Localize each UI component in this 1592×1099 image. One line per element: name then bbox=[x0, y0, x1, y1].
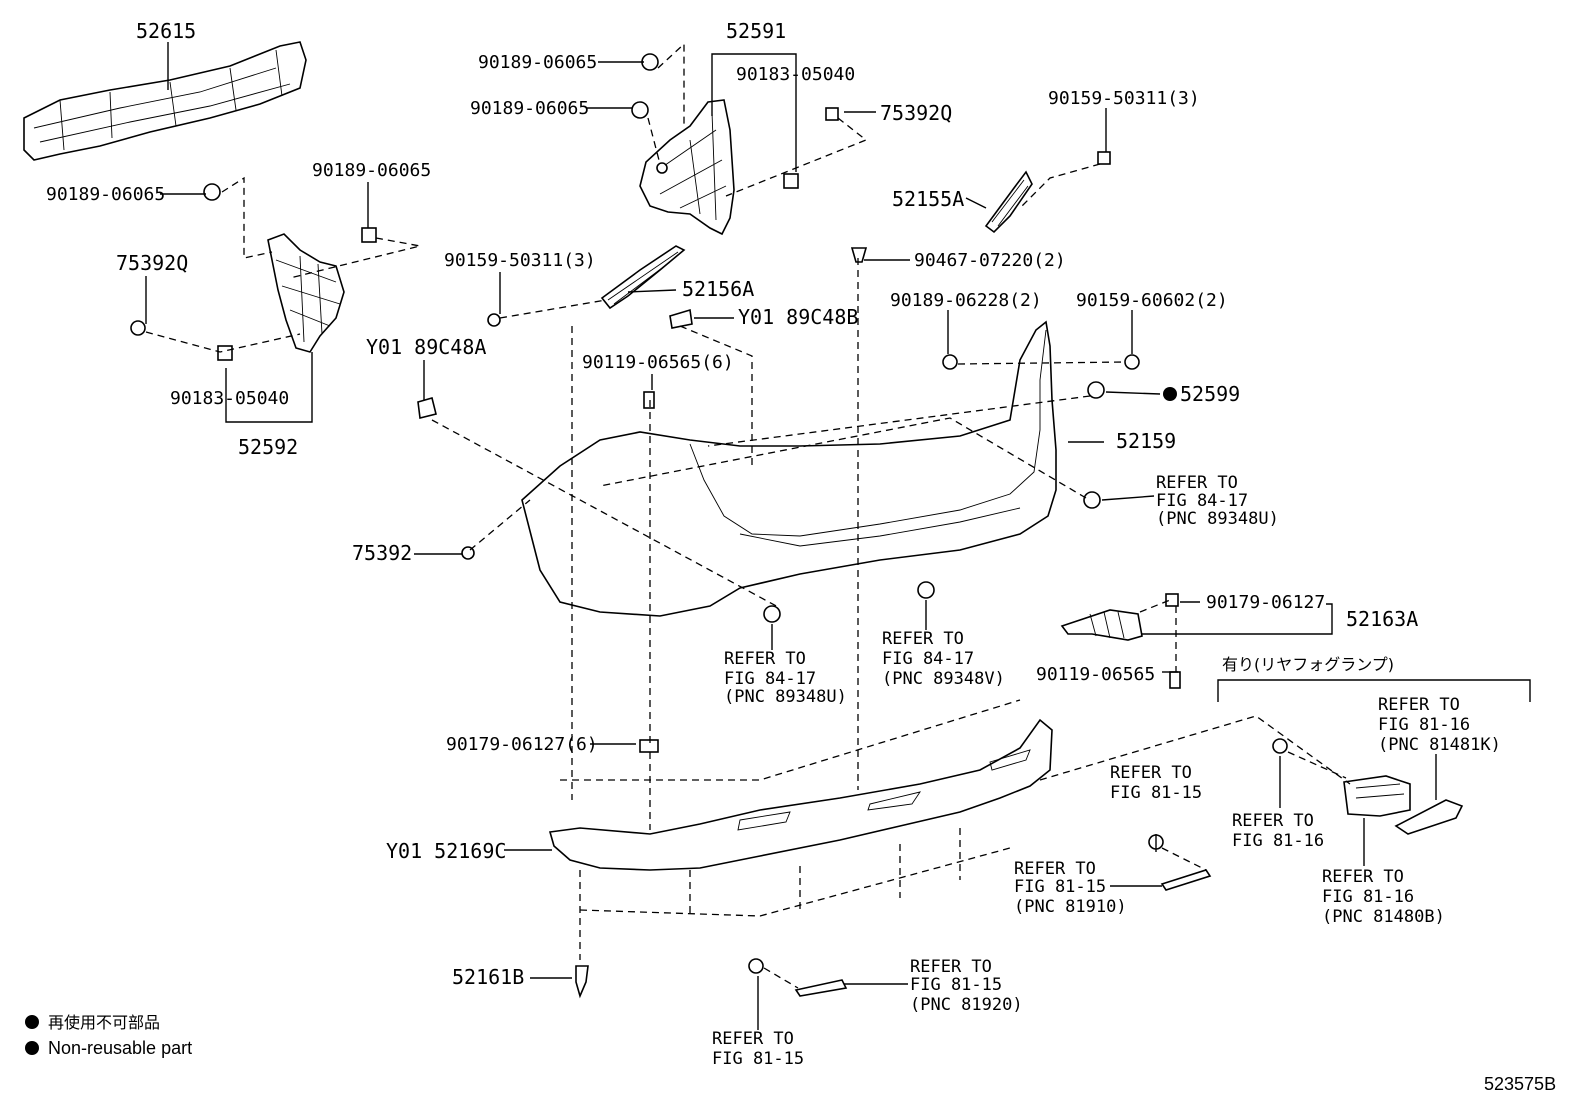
fog-lamp-note: 有り(リヤフォグランプ) bbox=[1222, 655, 1394, 674]
ref-r3: REFER TO FIG 84-17 (PNC 89348V) bbox=[882, 629, 1005, 689]
label-52163a: 52163A bbox=[1346, 607, 1418, 631]
ref-r1: REFER TO FIG 84-17 (PNC 89348U) bbox=[1156, 473, 1279, 529]
ref-r6: REFER TO FIG 81-16 bbox=[1232, 811, 1324, 851]
svg-text:REFER TO: REFER TO bbox=[712, 1029, 794, 1049]
label-90189-06065-d: 90189-06065 bbox=[312, 160, 431, 181]
svg-text:FIG 84-17: FIG 84-17 bbox=[882, 649, 974, 669]
svg-text:FIG 81-16: FIG 81-16 bbox=[1232, 831, 1324, 851]
label-90189-06065-c: 90189-06065 bbox=[46, 184, 165, 205]
label-90467-07220: 90467-07220(2) bbox=[914, 250, 1066, 271]
svg-text:REFER TO: REFER TO bbox=[1014, 859, 1096, 879]
label-90189-06065-a: 90189-06065 bbox=[478, 52, 597, 73]
svg-text:REFER TO: REFER TO bbox=[1378, 695, 1460, 715]
svg-text:FIG 84-17: FIG 84-17 bbox=[724, 669, 816, 689]
ref-r9: REFER TO FIG 81-15 (PNC 81920) bbox=[910, 957, 1023, 1015]
legend-jp: 再使用不可部品 bbox=[48, 1013, 160, 1032]
bumper-side-member-drawing bbox=[1060, 609, 1143, 641]
svg-text:(PNC 81481K): (PNC 81481K) bbox=[1378, 735, 1501, 755]
svg-text:(PNC 81480B): (PNC 81480B) bbox=[1322, 907, 1445, 927]
legend: 再使用不可部品 Non-reusable part bbox=[25, 1013, 192, 1058]
label-90159-50311-a: 90159-50311(3) bbox=[1048, 88, 1200, 109]
label-90183-05040-b: 90183-05040 bbox=[170, 388, 289, 409]
rear-bumper-cover-drawing bbox=[521, 320, 1057, 617]
label-75392: 75392 bbox=[352, 541, 412, 565]
svg-text:FIG 81-16: FIG 81-16 bbox=[1322, 887, 1414, 907]
legend-dot-jp bbox=[25, 1015, 39, 1029]
ref-r4: REFER TO FIG 81-16 (PNC 81481K) bbox=[1378, 695, 1501, 755]
label-52156a: 52156A bbox=[682, 277, 754, 301]
label-90159-60602: 90159-60602(2) bbox=[1076, 290, 1228, 311]
svg-text:FIG 81-15: FIG 81-15 bbox=[1110, 783, 1202, 803]
legend-dot-en bbox=[25, 1041, 39, 1055]
svg-text:REFER TO: REFER TO bbox=[724, 649, 806, 669]
label-90179-06127-b: 90179-06127(6) bbox=[446, 734, 598, 755]
svg-text:REFER TO: REFER TO bbox=[1110, 763, 1192, 783]
label-52591: 52591 bbox=[726, 19, 786, 43]
label-90159-50311-b: 90159-50311(3) bbox=[444, 250, 596, 271]
label-y01-89c48b: Y01 89C48B bbox=[738, 305, 858, 329]
svg-text:(PNC 81920): (PNC 81920) bbox=[910, 995, 1023, 1015]
svg-text:FIG 81-15: FIG 81-15 bbox=[910, 975, 1002, 995]
svg-text:REFER TO: REFER TO bbox=[882, 629, 964, 649]
bumper-bracket-upper-drawing bbox=[639, 99, 735, 236]
svg-text:(PNC 89348U): (PNC 89348U) bbox=[1156, 509, 1279, 529]
svg-text:FIG 81-15: FIG 81-15 bbox=[712, 1049, 804, 1069]
label-90183-05040-a: 90183-05040 bbox=[736, 64, 855, 85]
label-y01-52169c: Y01 52169C bbox=[386, 839, 506, 863]
svg-text:FIG 81-16: FIG 81-16 bbox=[1378, 715, 1470, 735]
label-90189-06065-b: 90189-06065 bbox=[470, 98, 589, 119]
retainer-52156a-drawing bbox=[600, 245, 686, 310]
retainer-52155a-drawing bbox=[984, 170, 1033, 234]
label-52592: 52592 bbox=[238, 435, 298, 459]
svg-text:(PNC 89348U): (PNC 89348U) bbox=[724, 687, 847, 707]
fasteners bbox=[130, 53, 1288, 999]
svg-text:(PNC 81910): (PNC 81910) bbox=[1014, 897, 1127, 917]
svg-text:FIG 84-17: FIG 84-17 bbox=[1156, 491, 1248, 511]
ref-r8: REFER TO FIG 81-16 (PNC 81480B) bbox=[1322, 867, 1445, 927]
reflector-right-drawing bbox=[1160, 869, 1212, 891]
bumper-bracket-lower-drawing bbox=[267, 233, 345, 353]
label-52159: 52159 bbox=[1116, 429, 1176, 453]
label-75392q-a: 75392Q bbox=[880, 101, 952, 125]
label-90179-06127-a: 90179-06127 bbox=[1206, 592, 1325, 613]
leader-lines bbox=[145, 42, 1531, 1030]
svg-text:REFER TO: REFER TO bbox=[1232, 811, 1314, 831]
label-y01-89c48a: Y01 89C48A bbox=[366, 335, 486, 359]
assembly-lines bbox=[145, 42, 1351, 989]
label-90119-06565-a: 90119-06565(6) bbox=[582, 352, 734, 373]
ref-r7: REFER TO FIG 81-15 (PNC 81910) bbox=[1014, 859, 1127, 917]
legend-en: Non-reusable part bbox=[48, 1038, 192, 1058]
svg-text:REFER TO: REFER TO bbox=[910, 957, 992, 977]
svg-text:REFER TO: REFER TO bbox=[1156, 473, 1238, 493]
label-52599: 52599 bbox=[1180, 382, 1240, 406]
rear-fog-lamp-drawing bbox=[1343, 775, 1464, 835]
svg-text:FIG 81-15: FIG 81-15 bbox=[1014, 877, 1106, 897]
ref-r5: REFER TO FIG 81-15 bbox=[1110, 763, 1202, 803]
lower-spoiler-drawing bbox=[548, 718, 1053, 871]
svg-text:(PNC 89348V): (PNC 89348V) bbox=[882, 669, 1005, 689]
svg-text:REFER TO: REFER TO bbox=[1322, 867, 1404, 887]
label-52615: 52615 bbox=[136, 19, 196, 43]
non-reusable-marker bbox=[1163, 387, 1177, 401]
label-90119-06565-b: 90119-06565 bbox=[1036, 664, 1155, 685]
reflector-left-drawing bbox=[794, 979, 848, 997]
label-52161b: 52161B bbox=[452, 965, 524, 989]
label-52155a: 52155A bbox=[892, 187, 964, 211]
label-90189-06228: 90189-06228(2) bbox=[890, 290, 1042, 311]
figure-id: 523575B bbox=[1484, 1074, 1556, 1094]
ref-r2: REFER TO FIG 84-17 (PNC 89348U) bbox=[724, 649, 847, 707]
ref-r10: REFER TO FIG 81-15 bbox=[712, 1029, 804, 1069]
bumper-reinforcement-drawing bbox=[23, 41, 307, 161]
label-75392q-b: 75392Q bbox=[116, 251, 188, 275]
